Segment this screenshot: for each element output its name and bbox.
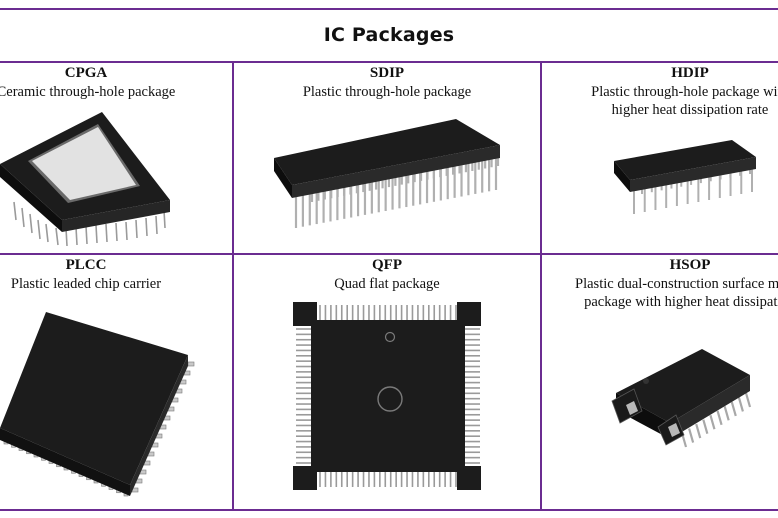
cell-hsop: HSOP Plastic dual-construction surface m… (542, 255, 778, 509)
cell-qfp: QFP Quad flat package (234, 255, 540, 509)
package-name: HSOP (669, 257, 711, 273)
column-divider (540, 61, 542, 511)
cpga-chip-icon (0, 112, 170, 247)
cell-sdip: SDIP Plastic through-hole package (234, 62, 540, 253)
cell-plcc: PLCC Plastic leaded chip carrier (0, 255, 232, 509)
header-divider (0, 61, 778, 63)
package-description: Quad flat package (334, 276, 440, 292)
sdip-chip-icon (274, 119, 500, 228)
page-title: IC Packages (323, 24, 455, 46)
package-name: HDIP (671, 65, 709, 81)
package-name: QFP (372, 257, 402, 273)
row-divider (0, 253, 778, 255)
package-description: Plastic through-hole package (302, 84, 472, 100)
package-name: SDIP (369, 65, 405, 81)
package-description: Plastic through-hole package with (591, 84, 778, 100)
qfp-chip-icon (293, 302, 481, 490)
package-name: PLCC (65, 257, 107, 273)
hsop-chip-icon (611, 349, 752, 448)
package-description: higher heat dissipation rate (611, 102, 769, 118)
package-description: Ceramic through-hole package (0, 84, 176, 100)
plcc-chip-icon (0, 312, 195, 497)
cell-cpga: CPGA Ceramic through-hole package (0, 62, 232, 253)
table-frame (0, 8, 778, 511)
package-name: CPGA (64, 65, 108, 81)
column-divider (232, 61, 234, 511)
package-description: Plastic leaded chip carrier (10, 276, 162, 292)
cell-hdip: HDIP Plastic through-hole package with h… (542, 62, 778, 253)
hdip-chip-icon (614, 140, 756, 214)
package-description: package with higher heat dissipation (584, 294, 778, 310)
package-description: Plastic dual-construction surface mount (575, 276, 778, 292)
